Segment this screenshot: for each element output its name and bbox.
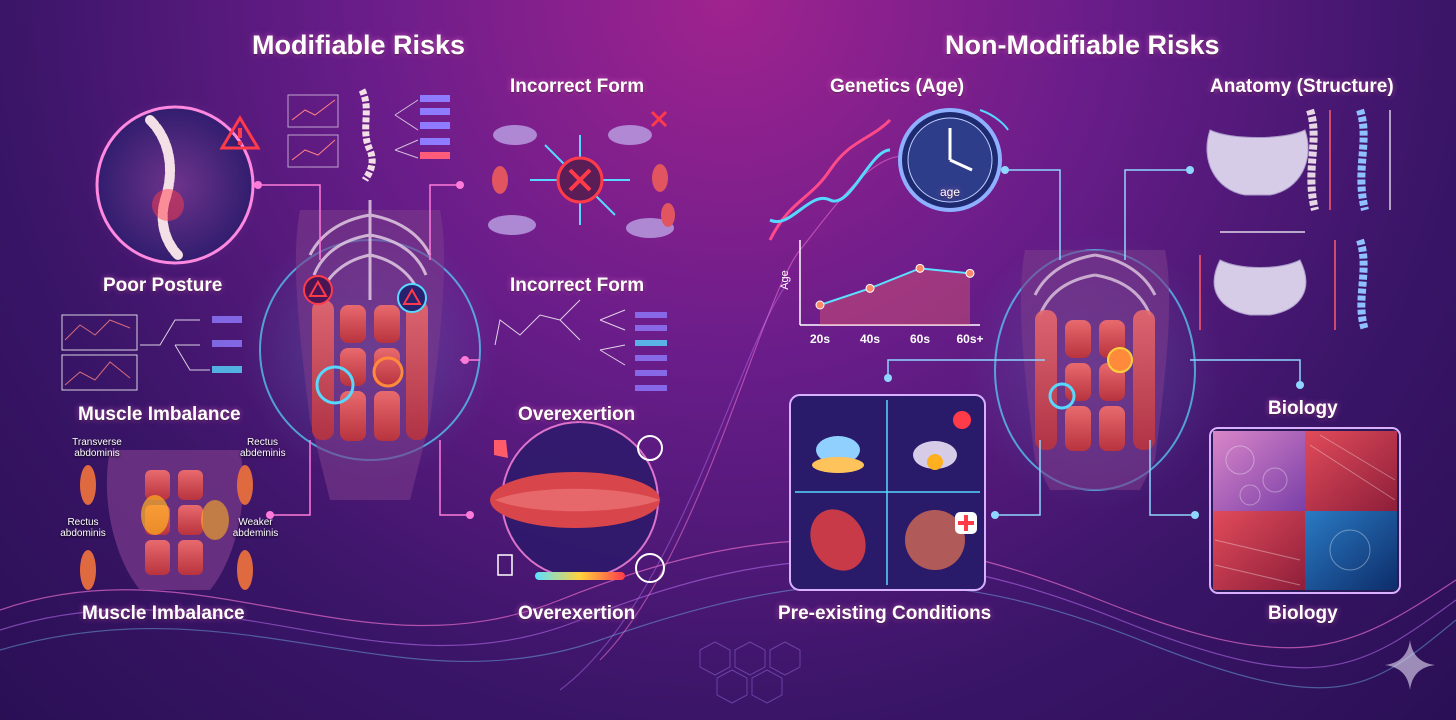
label-poor-posture: Poor Posture bbox=[103, 275, 223, 296]
age-chart-tick-label: 20s bbox=[810, 332, 830, 346]
label-weaker-abdeminis: Weaker abdeminis bbox=[232, 517, 279, 539]
age-chart-tick-label: 40s bbox=[860, 332, 880, 346]
pre-existing-panel bbox=[789, 394, 986, 591]
warning-icon-posture bbox=[219, 115, 261, 150]
sparkle-icon bbox=[1385, 640, 1435, 690]
age-chart-point bbox=[965, 268, 975, 278]
poor-posture-illustration bbox=[87, 97, 263, 273]
label-rectus-abdominis: Rectus abdominis bbox=[60, 517, 106, 539]
age-chart-area bbox=[820, 268, 970, 325]
connectors-right bbox=[887, 169, 1301, 516]
label-transverse-abdominis: Transverse abdominis bbox=[72, 437, 122, 459]
age-clock bbox=[898, 108, 1009, 212]
connector-dots-left bbox=[254, 181, 474, 519]
label-muscle-imbalance-bottom: Muscle Imbalance bbox=[82, 603, 245, 624]
label-muscle-imbalance-top: Muscle Imbalance bbox=[78, 404, 241, 425]
torso-right bbox=[965, 230, 1225, 510]
label-rectus-abdeminis: Rectus abdeminis bbox=[240, 437, 286, 459]
age-chart-point bbox=[915, 263, 925, 273]
label-incorrect-form-top: Incorrect Form bbox=[510, 76, 645, 97]
mini-charts-imbalance bbox=[61, 314, 242, 391]
connectors-left bbox=[258, 184, 480, 516]
clock-age-label: age bbox=[940, 185, 961, 199]
mini-charts-top bbox=[287, 88, 450, 182]
label-biology-bottom: Biology bbox=[1268, 603, 1338, 624]
non-modifiable-risks-title: Non-Modifiable Risks bbox=[945, 30, 1220, 60]
anatomy-structure-illustration bbox=[1199, 108, 1391, 332]
label-overexertion-bottom: Overexertion bbox=[518, 603, 636, 624]
biology-tissue-panel bbox=[1209, 427, 1401, 594]
connector-dots-right bbox=[884, 166, 1304, 519]
age-chart-line bbox=[819, 267, 971, 306]
label-genetics-age: Genetics (Age) bbox=[830, 76, 965, 97]
overexertion-illustration bbox=[490, 421, 665, 583]
dna-helix bbox=[768, 118, 892, 241]
mini-charts-mid bbox=[494, 299, 667, 391]
label-biology-top: Biology bbox=[1268, 398, 1338, 419]
incorrect-form-illustration bbox=[488, 110, 675, 238]
label-incorrect-form-bottom: Incorrect Form bbox=[510, 275, 645, 296]
label-anatomy-structure: Anatomy (Structure) bbox=[1210, 76, 1394, 97]
abdominal-figure bbox=[80, 450, 253, 590]
label-overexertion-top: Overexertion bbox=[518, 404, 636, 425]
hex-pattern bbox=[699, 641, 801, 704]
modifiable-risks-title: Modifiable Risks bbox=[252, 30, 466, 60]
torso-left bbox=[240, 200, 500, 500]
age-chart-point bbox=[865, 283, 875, 293]
age-chart-tick-label: 60s bbox=[910, 332, 930, 346]
age-chart-point bbox=[815, 300, 825, 310]
label-pre-existing-conditions: Pre-existing Conditions bbox=[778, 603, 992, 624]
age-chart-y-label: Age bbox=[779, 270, 791, 290]
